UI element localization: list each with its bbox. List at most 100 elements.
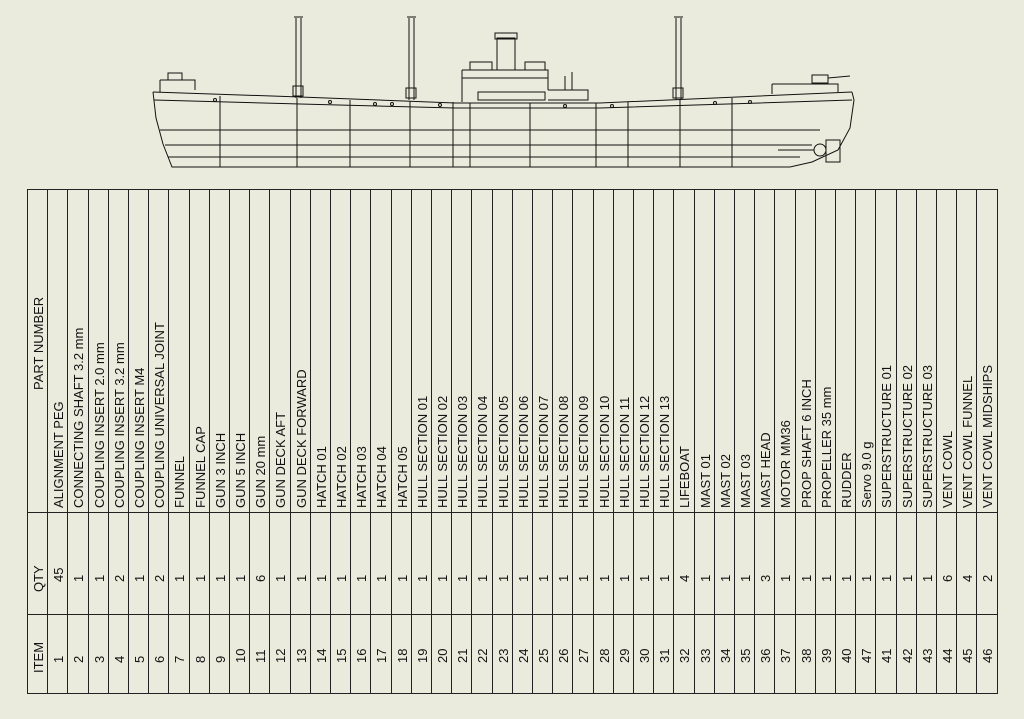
table-row (856, 190, 877, 693)
cell-qty: 1 (637, 574, 652, 582)
cell-qty: 1 (273, 574, 289, 582)
table-row (331, 190, 352, 693)
cell-part-number: HATCH 01 (313, 446, 329, 508)
cell-item: 4 (111, 655, 127, 663)
cell-item: 17 (374, 648, 390, 663)
cell-item: 13 (293, 648, 309, 663)
cell-part-number: Servo 9.0 g (859, 441, 875, 509)
cell-part-number: GUN 20 mm (253, 435, 269, 508)
cell-item: 20 (435, 648, 450, 663)
table-row (432, 190, 453, 693)
table-row (109, 190, 129, 693)
cell-qty: 1 (576, 574, 592, 582)
cell-part-number: PROP SHAFT 6 INCH (798, 379, 814, 508)
cell-qty: 1 (374, 574, 390, 582)
cell-qty: 1 (738, 574, 753, 582)
cell-qty: 2 (111, 574, 127, 582)
table-row (513, 190, 533, 693)
cell-item: 46 (980, 648, 996, 663)
table-row (149, 190, 170, 693)
table-row (634, 190, 655, 693)
cell-part-number: COUPLING INSERT 2.0 mm (91, 342, 107, 508)
cell-item: 38 (798, 648, 814, 663)
table-row (351, 190, 372, 693)
cell-qty: 6 (940, 574, 955, 582)
cell-qty: 4 (677, 574, 693, 582)
cell-item: 5 (132, 655, 147, 663)
cell-item: 23 (495, 648, 511, 663)
table-row (695, 190, 715, 693)
table-row (472, 190, 493, 693)
cell-part-number: SUPERSTRUCTURE 02 (899, 364, 915, 508)
table-row (755, 190, 776, 693)
cell-item: 45 (960, 648, 976, 663)
cell-part-number: GUN DECK AFT (273, 411, 289, 508)
cell-qty: 1 (778, 574, 794, 582)
cell-qty: 1 (233, 574, 248, 582)
cell-part-number: VENT COWL FUNNEL (960, 375, 976, 508)
cell-item: 43 (919, 648, 935, 663)
cell-part-number: FUNNEL CAP (192, 426, 208, 508)
cell-qty: 1 (455, 574, 471, 582)
cell-item: 18 (394, 648, 410, 663)
cell-item: 8 (192, 655, 208, 663)
cell-item: 21 (455, 648, 471, 663)
cell-part-number: VENT COWL (940, 430, 955, 508)
cell-item: 3 (91, 655, 107, 663)
cell-item: 40 (839, 648, 854, 663)
cell-qty: 1 (717, 574, 733, 582)
cell-item: 10 (233, 648, 248, 663)
cell-qty: 6 (253, 574, 269, 582)
cell-qty: 1 (132, 574, 147, 582)
cell-part-number: HULL SECTION 05 (495, 395, 511, 508)
cell-item: 47 (859, 648, 875, 663)
cell-part-number: HULL SECTION 12 (637, 395, 652, 508)
cell-qty: 1 (657, 574, 673, 582)
cell-qty: 1 (334, 574, 349, 582)
table-row (371, 190, 392, 693)
cell-qty: 1 (596, 574, 612, 582)
table-row (957, 190, 978, 693)
cell-item: 31 (657, 648, 673, 663)
cell-qty: 1 (495, 574, 511, 582)
cell-item: 27 (576, 648, 592, 663)
cell-part-number: MAST HEAD (758, 432, 774, 508)
table-row (917, 190, 937, 693)
cell-qty: 1 (394, 574, 410, 582)
cell-item: 26 (556, 648, 572, 663)
table-row (937, 190, 958, 693)
cell-part-number: HULL SECTION 08 (556, 395, 572, 508)
cell-part-number: GUN DECK FORWARD (293, 369, 309, 508)
cell-qty: 1 (435, 574, 450, 582)
cell-item: 29 (616, 648, 632, 663)
cell-item: 36 (758, 648, 774, 663)
cell-qty: 3 (758, 574, 774, 582)
cell-item: 14 (313, 648, 329, 663)
ship-elevation-drawing (152, 16, 855, 168)
cell-part-number: SUPERSTRUCTURE 01 (879, 364, 895, 508)
cell-part-number: GUN 5 INCH (233, 432, 248, 508)
cell-item: 7 (172, 655, 188, 663)
cell-qty: 1 (818, 574, 834, 582)
cell-part-number: HATCH 05 (394, 446, 410, 508)
cell-part-number: SUPERSTRUCTURE 03 (919, 364, 935, 508)
cell-qty: 1 (859, 574, 875, 582)
table-row (836, 190, 857, 693)
table-row (452, 190, 473, 693)
cell-qty: 1 (71, 574, 87, 582)
table-row (573, 190, 594, 693)
cell-part-number: RUDDER (839, 452, 854, 508)
cell-part-number: HULL SECTION 06 (515, 395, 531, 508)
table-row (250, 190, 271, 693)
table-row (796, 190, 816, 693)
cell-part-number: PROPELLER 35 mm (818, 386, 834, 508)
table-row (533, 190, 554, 693)
cell-item: 37 (778, 648, 794, 663)
header-qty: QTY (31, 565, 46, 592)
cell-part-number: HULL SECTION 04 (475, 395, 491, 508)
table-row (89, 190, 109, 693)
cell-part-number: MAST 02 (717, 454, 733, 508)
cell-item: 22 (475, 648, 491, 663)
cell-qty: 1 (919, 574, 935, 582)
cell-item: 2 (71, 655, 87, 663)
